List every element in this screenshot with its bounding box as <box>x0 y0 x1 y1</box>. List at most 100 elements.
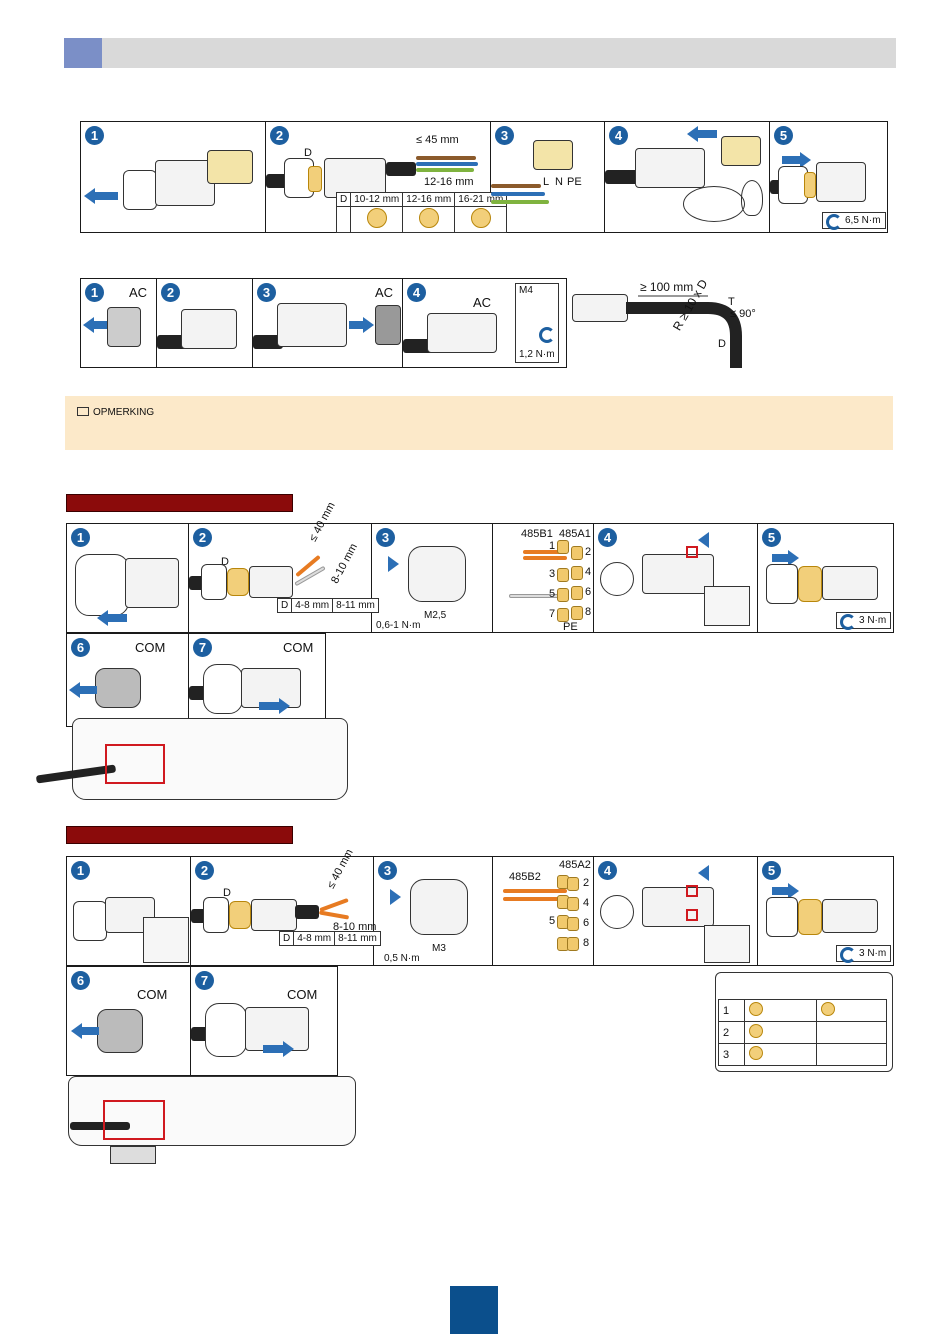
legend-cell <box>816 999 887 1022</box>
pin-5 <box>557 588 569 602</box>
pin-3 <box>557 568 569 582</box>
com1-step-7-panel: 7 COM <box>189 634 327 726</box>
connector-body <box>572 294 628 322</box>
legend-row-label: 1 <box>718 999 745 1022</box>
push-arrow-body <box>772 887 790 895</box>
latch-highlight <box>686 885 698 897</box>
size-option: 8-11 mm <box>332 598 379 613</box>
com2-step-7-panel: 7 COM <box>191 967 339 1075</box>
size-option: 4-8 mm <box>293 931 336 946</box>
pin-label: 8 <box>585 606 592 618</box>
note-box: OPMERKING <box>65 396 893 450</box>
mounting-bracket <box>110 1146 156 1164</box>
connector-body <box>642 554 714 594</box>
torque-value: 3 N·m <box>859 948 887 959</box>
seal-ring <box>798 899 822 935</box>
connector-body <box>277 303 347 347</box>
com-2-strip-lower: 6 COM 7 COM <box>66 966 338 1076</box>
ac-step-3-panel: 3 L N PE <box>491 122 605 232</box>
pull-arrow-icon <box>71 1023 82 1039</box>
step-number: 1 <box>85 283 104 302</box>
step-number: 1 <box>71 528 90 547</box>
d-label: D <box>223 887 231 899</box>
push-arrow-body <box>782 156 802 164</box>
step-number: 3 <box>376 528 395 547</box>
push-arrow-body <box>259 702 279 710</box>
pin-label: 2 <box>583 877 590 889</box>
connector-body <box>822 566 878 600</box>
header-accent <box>64 38 102 68</box>
terminal-block <box>533 140 573 170</box>
com1-step-5-panel: 5 3 N·m <box>758 524 895 632</box>
com1-step-2-panel: 2 D ≤ 40 mm 8-10 mm D 4-8 mm 8-11 mm <box>189 500 379 632</box>
wire-orange <box>318 910 350 920</box>
ac-step-2-panel: 2 D ≤ 45 mm 12-16 mm D 10-12 mm 12-16 mm… <box>266 122 508 233</box>
cable-diameter-table: D 4-8 mm 8-11 mm <box>276 598 379 613</box>
com-port-cover <box>95 668 141 708</box>
push-arrow-body <box>263 1045 283 1053</box>
strip-length-label: ≤ 45 mm <box>416 134 459 146</box>
com-port-label: COM <box>283 640 314 655</box>
pin-label: 3 <box>549 568 556 580</box>
com1-step-3-panel: 3 M2,5 0,6-1 N·m <box>372 524 493 632</box>
legend-row-label: 2 <box>718 1021 745 1044</box>
detail-inset <box>704 925 750 963</box>
cable <box>295 905 319 919</box>
step-number: 5 <box>762 528 781 547</box>
pull-arrow-icon <box>84 188 95 204</box>
com1-step-6-panel: 6 COM <box>67 634 189 726</box>
connector-body <box>245 1007 309 1051</box>
push-arrow-body <box>697 130 717 138</box>
com1-pinout-panel: 485B1 485A1 1 2 3 4 5 6 7 8 PE <box>493 524 594 633</box>
rotate-clockwise-icon <box>840 614 856 630</box>
screw-size-label: M4 <box>519 285 533 296</box>
pull-arrow-body <box>79 686 97 694</box>
pin-label: 6 <box>585 586 592 598</box>
wire-brown <box>416 156 476 160</box>
ac-port-label: AC <box>375 285 394 300</box>
com-1-strip-lower: 6 COM 7 COM <box>66 633 326 727</box>
connector-body <box>410 879 468 935</box>
strip-length-label: ≤ 40 mm <box>325 847 356 891</box>
step-number: 1 <box>71 861 90 880</box>
section-bar-com-1 <box>66 494 293 512</box>
push-arrow-icon <box>283 1041 294 1057</box>
ac-step-4-panel: 4 <box>605 122 770 232</box>
torque-label: 3 N·m <box>836 612 892 630</box>
pin-8 <box>567 937 579 951</box>
com2-step-1-panel: 1 <box>67 857 191 965</box>
seal-ring <box>804 172 816 198</box>
latch-highlight <box>686 909 698 921</box>
connector-body <box>427 313 497 353</box>
cable <box>403 339 433 353</box>
connector-body <box>408 546 466 602</box>
pin-label: 7 <box>549 608 556 620</box>
seal-plug-icon <box>821 1002 835 1016</box>
detail-inset <box>143 917 189 963</box>
push-arrow-icon <box>800 152 811 168</box>
step-number: 4 <box>598 861 617 880</box>
ear-icon <box>741 180 763 216</box>
step-number: 4 <box>609 126 628 145</box>
wire-brown <box>491 184 541 188</box>
cable-gland <box>766 897 798 937</box>
ac-connect-step-1-panel: 1 AC <box>81 279 157 367</box>
terminal-label-l: L <box>543 176 550 188</box>
wire-green-yellow <box>416 168 474 172</box>
step-number: 4 <box>598 528 617 547</box>
pull-arrow-icon <box>83 317 94 333</box>
click-sound-bubble <box>683 186 745 222</box>
inverter-body <box>68 1076 356 1146</box>
step-number: 3 <box>495 126 514 145</box>
pull-arrow-body <box>81 1027 99 1035</box>
step-number: 3 <box>257 283 276 302</box>
t-label: T <box>728 296 735 308</box>
pin-8 <box>571 606 583 620</box>
ac-port-label: AC <box>129 285 148 300</box>
bend-radius-diagram: ≥ 100 mm T ≤ 90° R ≥ 10 x D D <box>568 276 764 368</box>
size-table-header: D <box>335 192 352 207</box>
step-number: 2 <box>195 861 214 880</box>
torque-value: 6,5 N·m <box>845 215 881 226</box>
cable-gland <box>205 1003 247 1057</box>
legend-cell <box>744 1043 817 1066</box>
